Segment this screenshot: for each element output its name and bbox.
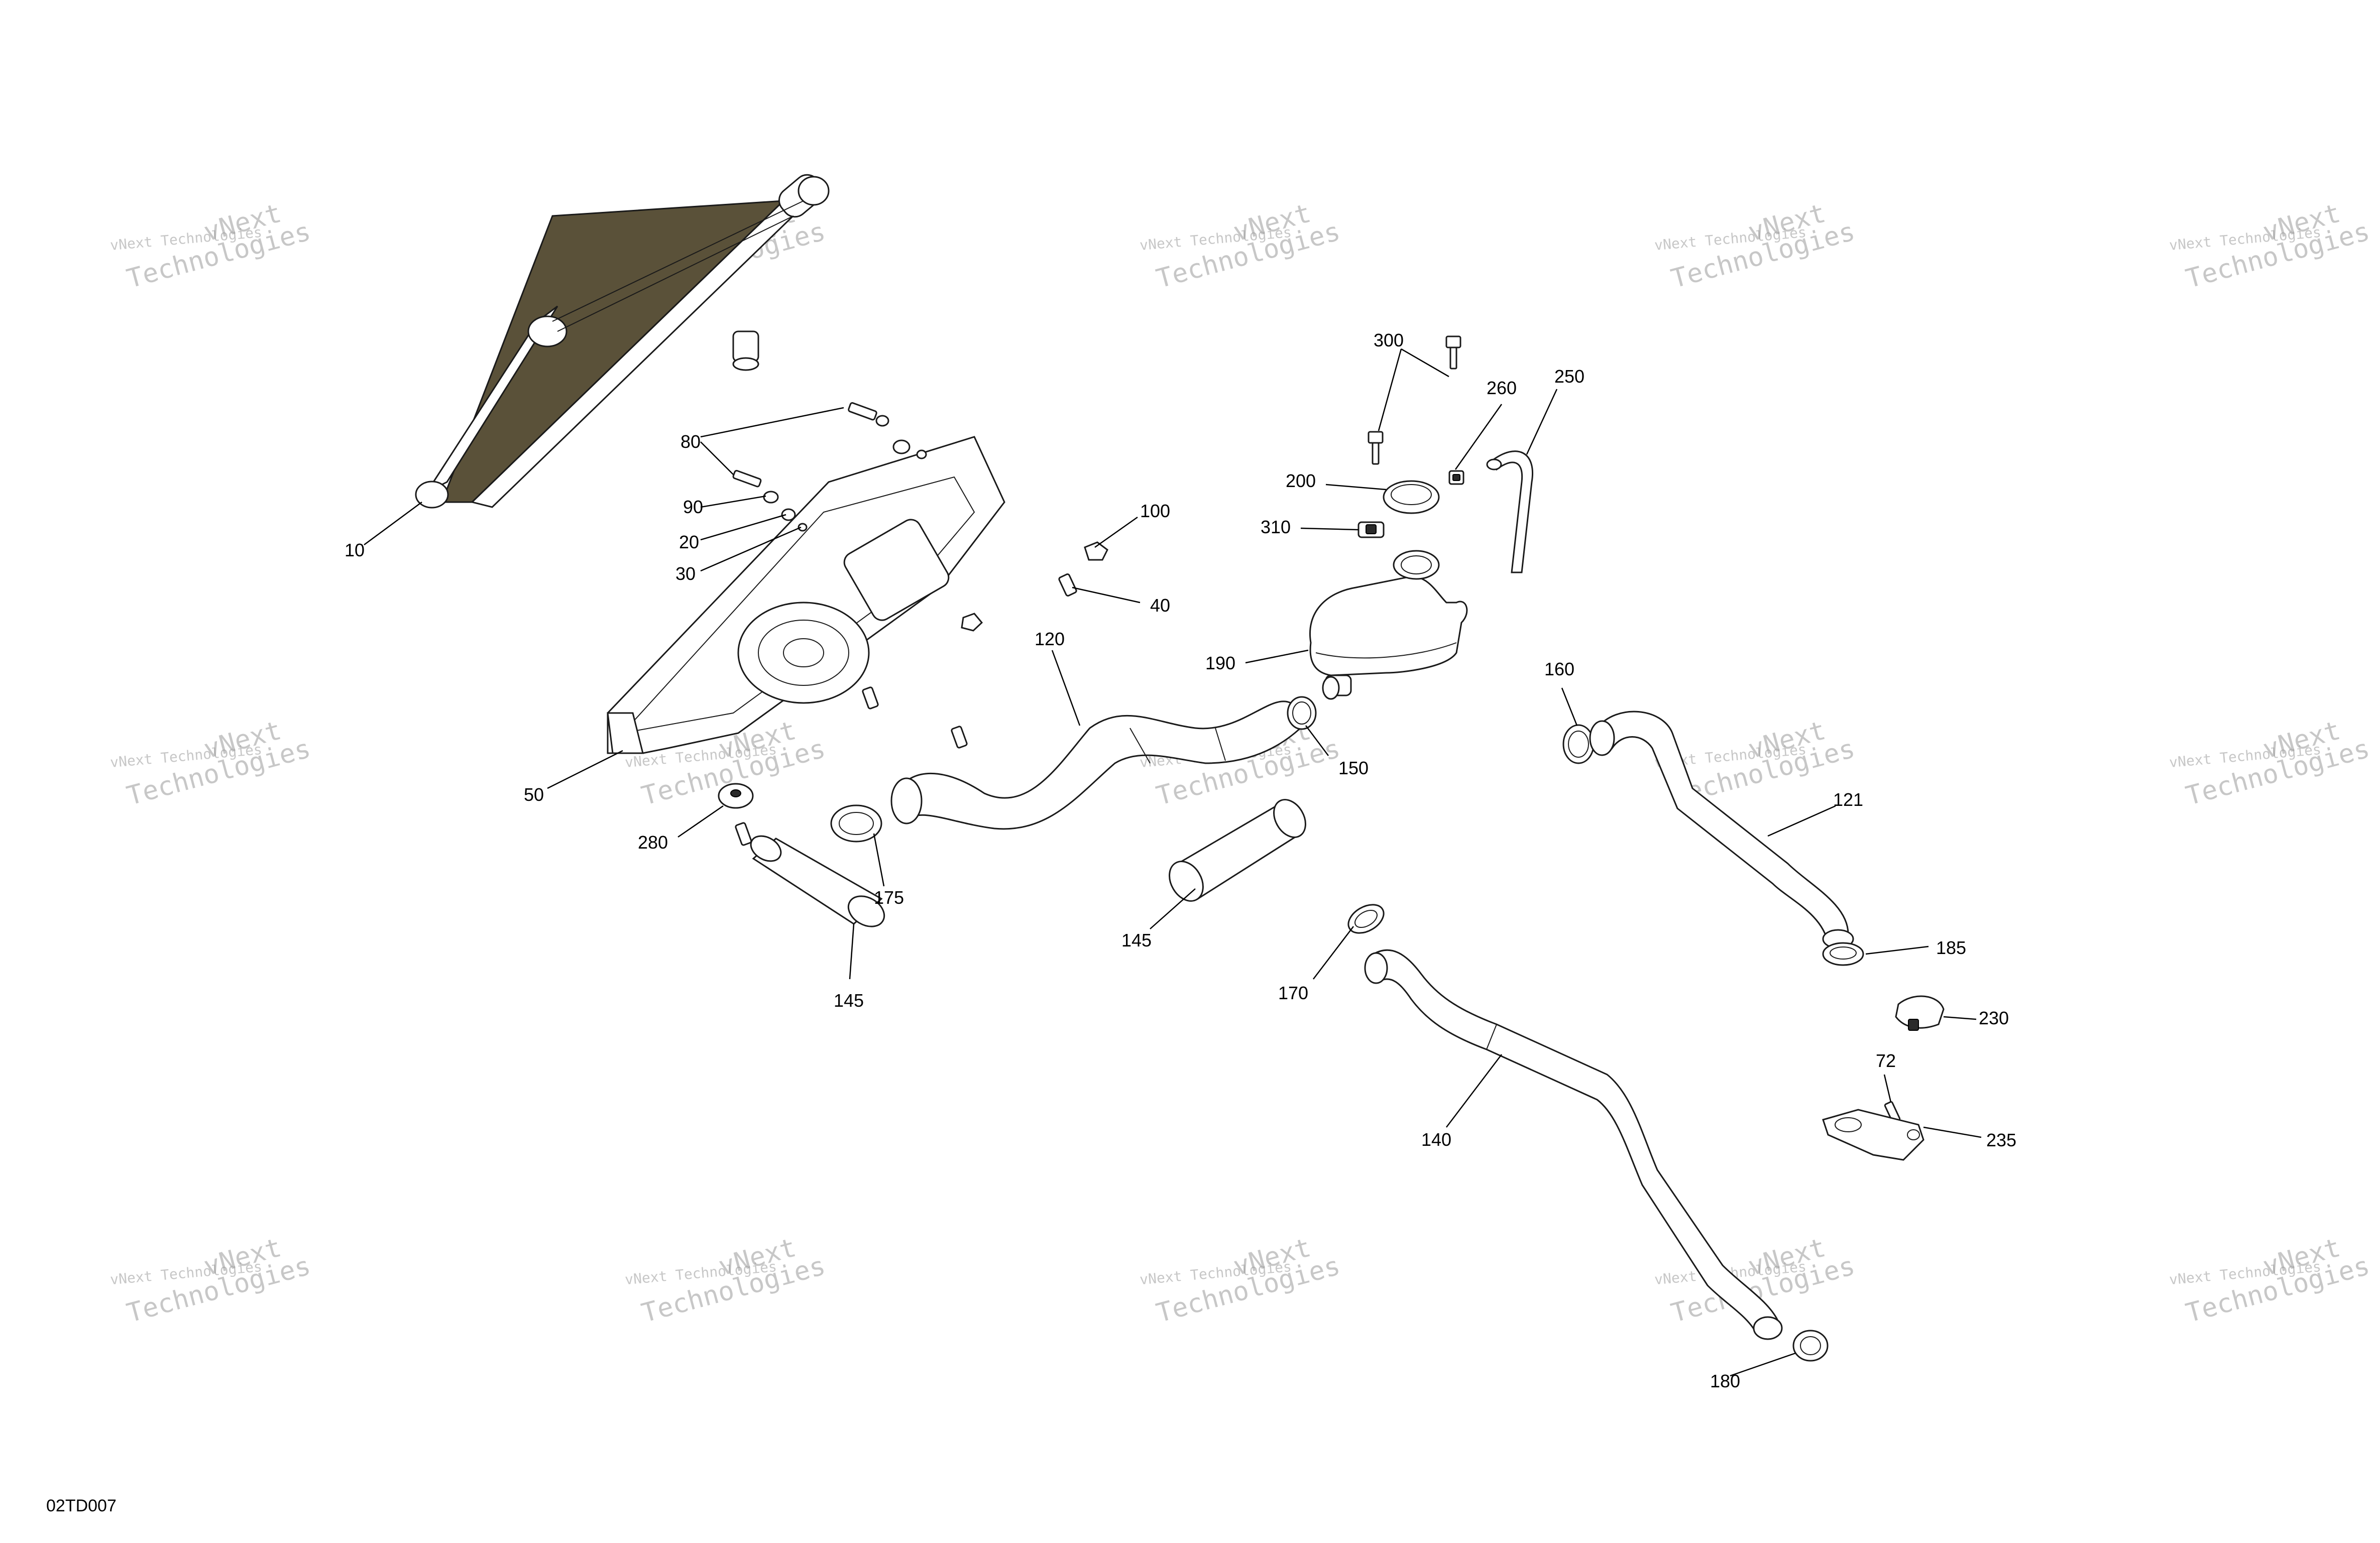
radiator-part xyxy=(415,174,830,509)
expansion-tank-190 xyxy=(1309,550,1468,700)
callout-250: 250 xyxy=(1554,366,1584,387)
callout-40: 40 xyxy=(1150,595,1170,616)
nut-260 xyxy=(1448,470,1464,485)
callout-185: 185 xyxy=(1936,937,1966,958)
callout-121: 121 xyxy=(1833,789,1863,810)
callout-140: 140 xyxy=(1421,1129,1451,1150)
callout-90: 90 xyxy=(683,497,703,517)
hardware-80-90-20-30 xyxy=(732,402,927,532)
callout-labels: 10 80 90 20 30 50 280 100 40 120 175 145… xyxy=(345,330,2016,1391)
clamp-150 xyxy=(1287,696,1317,730)
clip-230 xyxy=(1895,995,1945,1031)
clamp-185 xyxy=(1822,942,1864,966)
callout-72: 72 xyxy=(1876,1050,1896,1071)
callout-190: 190 xyxy=(1205,653,1235,673)
callout-300: 300 xyxy=(1374,330,1404,350)
callout-235: 235 xyxy=(1986,1130,2016,1150)
hose-145-middle xyxy=(1169,799,1306,902)
callout-200: 200 xyxy=(1286,470,1316,491)
clamp-175 xyxy=(830,804,882,843)
callout-230: 230 xyxy=(1979,1008,2009,1028)
diagram-code: 02TD007 xyxy=(46,1496,117,1515)
hose-140 xyxy=(1364,949,1783,1340)
vent-hose-250 xyxy=(1486,450,1533,573)
clip-310 xyxy=(1357,521,1385,538)
fan-shroud-part xyxy=(607,436,1005,754)
hose-121 xyxy=(1589,710,1854,949)
callout-260: 260 xyxy=(1487,378,1517,398)
callout-150: 150 xyxy=(1338,758,1369,778)
callout-20: 20 xyxy=(679,532,699,552)
callout-30: 30 xyxy=(675,563,696,584)
callout-145-middle: 145 xyxy=(1121,930,1152,951)
callout-180: 180 xyxy=(1710,1371,1740,1391)
grommet-280 xyxy=(718,783,754,809)
callout-310: 310 xyxy=(1261,517,1291,537)
bracket-235 xyxy=(1822,1101,1924,1161)
clamp-180 xyxy=(1792,1330,1829,1362)
bolts-300 xyxy=(1368,335,1461,465)
bolts-100-40 xyxy=(735,541,1108,846)
callout-50: 50 xyxy=(524,784,544,805)
leader-lines xyxy=(364,348,1982,1377)
callout-100: 100 xyxy=(1140,501,1170,521)
clamp-170 xyxy=(1347,904,1385,934)
callout-280: 280 xyxy=(638,832,668,853)
hose-145-left xyxy=(750,835,885,927)
callout-175: 175 xyxy=(874,887,904,908)
callout-145-left: 145 xyxy=(834,990,864,1011)
callout-170: 170 xyxy=(1278,983,1308,1003)
clamp-160 xyxy=(1562,724,1595,764)
callout-10: 10 xyxy=(345,540,365,560)
callout-120: 120 xyxy=(1035,629,1065,649)
callout-80: 80 xyxy=(681,431,701,452)
cap-200 xyxy=(1383,480,1440,514)
callout-160: 160 xyxy=(1544,659,1574,679)
